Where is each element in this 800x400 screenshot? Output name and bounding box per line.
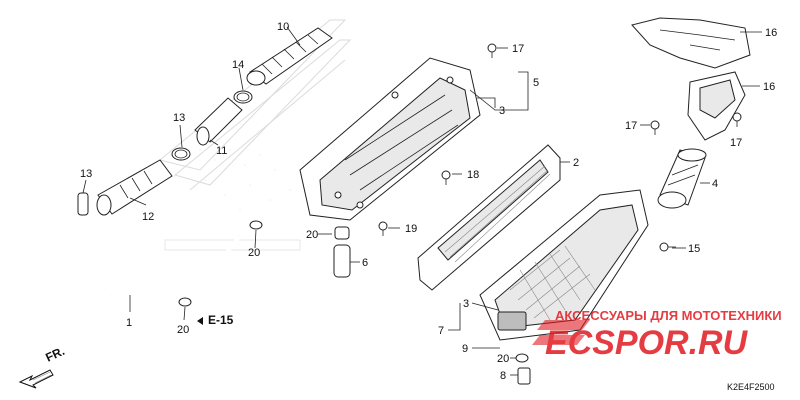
callout-9: 9 xyxy=(462,343,468,355)
callout-8: 8 xyxy=(500,370,506,382)
bolt-icon-17c xyxy=(378,221,388,236)
callout-4: 4 xyxy=(712,178,718,190)
part-11-tube xyxy=(194,97,243,146)
part-15-bracket xyxy=(687,71,746,141)
part-19-cap xyxy=(334,226,350,240)
part-1-drain-hose xyxy=(103,234,242,299)
callout-13-upper: 14 xyxy=(232,59,244,71)
part-6-sleeve xyxy=(333,244,351,278)
callout-20-c: 20 xyxy=(497,353,509,365)
honda-wing-emblem xyxy=(158,19,352,251)
bolt-icon-16b xyxy=(732,112,742,127)
watermark-brand: ECSPOR.RU xyxy=(545,324,749,362)
bolt-icon-17a xyxy=(487,43,497,58)
grille-mesh xyxy=(509,245,596,321)
front-direction-arrow-icon xyxy=(18,369,54,389)
diagram-code: K2E4F2500 xyxy=(727,382,775,392)
reference-arrow-icon xyxy=(197,317,203,325)
watermark-stripes xyxy=(532,320,590,345)
reference-e15: E-15 xyxy=(208,313,234,327)
part-20-clip-a xyxy=(249,220,263,230)
callout-13-middle: 13 xyxy=(173,112,185,124)
leader-lines xyxy=(82,26,762,376)
callout-2: 2 xyxy=(573,157,579,169)
callout-6: 6 xyxy=(362,257,368,269)
callout-3-b: 3 xyxy=(463,298,469,310)
callout-16-b: 17 xyxy=(730,137,742,149)
callout-19: 20 xyxy=(306,229,318,241)
front-direction-label: FR. xyxy=(43,344,66,365)
callout-5: 5 xyxy=(533,77,539,89)
callout-15: 16 xyxy=(763,81,775,93)
part-14-cover xyxy=(631,17,751,69)
callout-13-left: 13 xyxy=(80,168,92,180)
callout-18: 15 xyxy=(688,243,700,255)
callout-1: 1 xyxy=(126,317,132,329)
part-20-clip-b xyxy=(178,297,192,307)
callout-20-a: 20 xyxy=(248,247,260,259)
part-8-drain-plug xyxy=(517,367,531,385)
callout-12: 12 xyxy=(142,211,154,223)
part-13-clamp-upper xyxy=(233,90,253,104)
part-7-case-with-grille xyxy=(479,189,649,341)
part-4-intake-joint xyxy=(657,148,707,209)
callout-3-a: 3 xyxy=(499,105,505,117)
part-12-lower-duct xyxy=(96,159,173,216)
bolt-icon-18 xyxy=(659,242,676,252)
part-13-clamp-middle xyxy=(171,147,191,161)
part-20-clip-c xyxy=(515,353,529,363)
callout-10: 10 xyxy=(277,21,289,33)
callout-16-a: 17 xyxy=(625,120,637,132)
part-2-air-filter-element xyxy=(417,144,561,291)
callout-17-a: 17 xyxy=(512,43,524,55)
watermark-tagline: АКСЕССУАРЫ ДЛЯ МОТОТЕХНИКИ xyxy=(555,308,782,323)
callout-17-c: 19 xyxy=(405,223,417,235)
callout-11: 11 xyxy=(216,145,227,157)
watermark: АКСЕССУАРЫ ДЛЯ МОТОТЕХНИКИ ECSPOR.RU xyxy=(532,308,782,362)
callout-labels: 10 14 11 13 13 12 1 20 20 17 5 3 18 19 2… xyxy=(80,21,777,382)
bolt-icon-17b xyxy=(441,170,451,185)
part-5-air-cleaner-housing xyxy=(299,57,481,221)
callout-14: 16 xyxy=(765,27,777,39)
callout-17-b: 18 xyxy=(467,169,479,181)
callout-7: 7 xyxy=(438,325,444,337)
part-13-clamp-left xyxy=(77,192,89,216)
bolt-icon-16a xyxy=(650,120,660,135)
part-10-intake-duct xyxy=(246,27,333,86)
callout-20-b: 20 xyxy=(177,324,189,336)
